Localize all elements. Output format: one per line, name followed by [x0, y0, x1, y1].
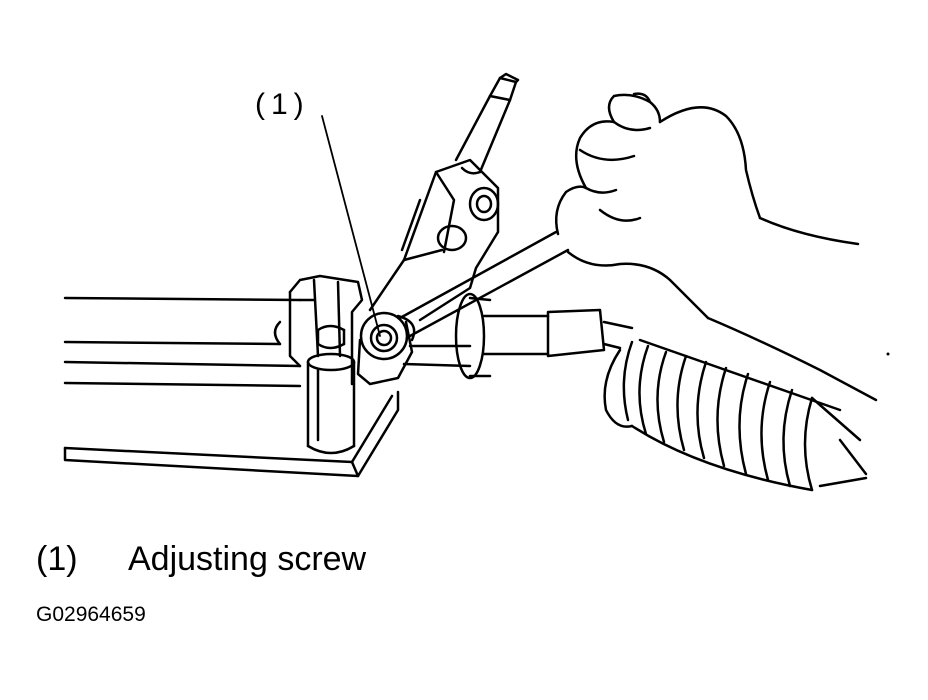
vise-cylinder: [306, 352, 356, 455]
rack-tube: [402, 292, 634, 380]
legend: (1) Adjusting screw: [36, 540, 366, 579]
rubber-boot: [603, 338, 868, 492]
legend-item-number: (1): [36, 540, 78, 578]
figure-id: G02964659: [36, 603, 146, 626]
wrench: [396, 230, 570, 342]
pinion-housing: [368, 158, 500, 322]
vise-clamp: [288, 274, 364, 386]
callout-leader-line: [321, 115, 381, 337]
adjusting-screw: [356, 311, 414, 386]
input-shaft: [454, 72, 520, 175]
hand: [555, 92, 878, 402]
vise-base: [63, 390, 400, 478]
legend-item-text: Adjusting screw: [128, 540, 367, 578]
gearbox-housing: [63, 296, 302, 388]
steering-gearbox-illustration: [63, 72, 890, 492]
callout-label: (1): [255, 88, 310, 121]
stray-dot: [886, 352, 890, 356]
